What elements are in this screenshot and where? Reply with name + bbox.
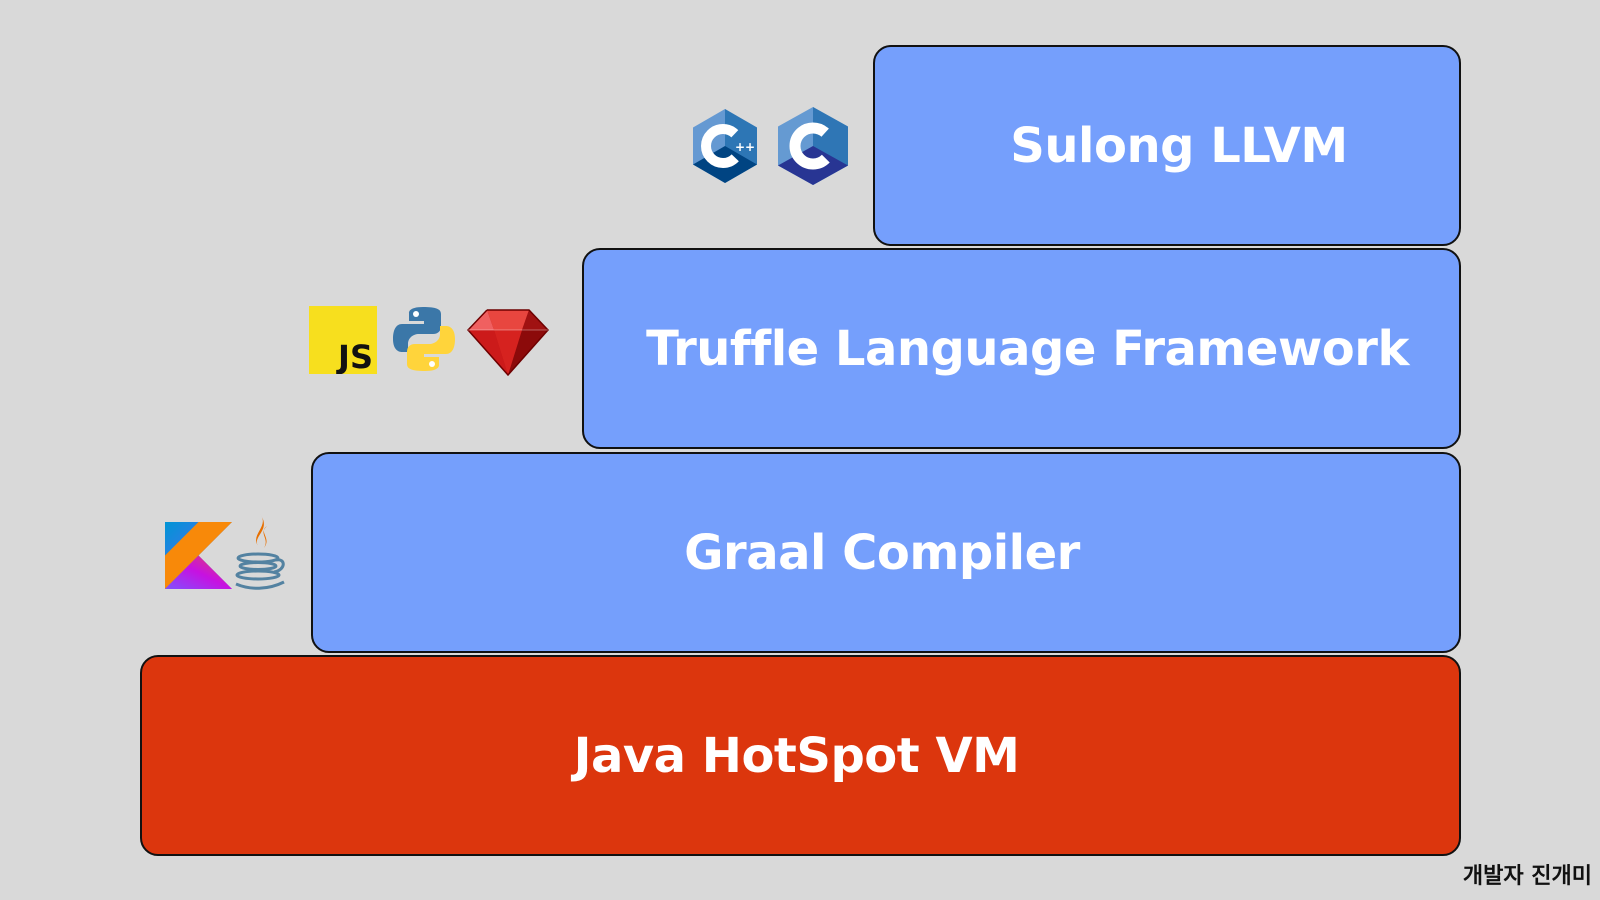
ruby-logo-icon xyxy=(467,308,549,376)
kotlin-logo-icon xyxy=(165,522,232,589)
cpp-logo-icon: ++ xyxy=(692,108,758,184)
java-logo-icon xyxy=(230,512,288,594)
cpp-plus-text: ++ xyxy=(735,140,755,154)
js-text: JS xyxy=(336,338,373,374)
c-logo-icon xyxy=(777,106,849,186)
layer-label: Truffle Language Framework xyxy=(646,320,1409,377)
layer-label: Graal Compiler xyxy=(684,524,1080,581)
layer-label: Java HotSpot VM xyxy=(573,727,1020,784)
layer-label: Sulong LLVM xyxy=(1010,117,1348,174)
layer-sulong-llvm: Sulong LLVM xyxy=(873,45,1461,246)
author-watermark: 개발자 진개미 xyxy=(1462,864,1592,889)
layer-java-hotspot-vm: Java HotSpot VM xyxy=(140,655,1461,856)
javascript-logo-icon: JS xyxy=(309,306,377,374)
python-logo-icon xyxy=(392,306,456,372)
layer-truffle-framework: Truffle Language Framework xyxy=(582,248,1461,449)
layer-graal-compiler: Graal Compiler xyxy=(311,452,1461,653)
